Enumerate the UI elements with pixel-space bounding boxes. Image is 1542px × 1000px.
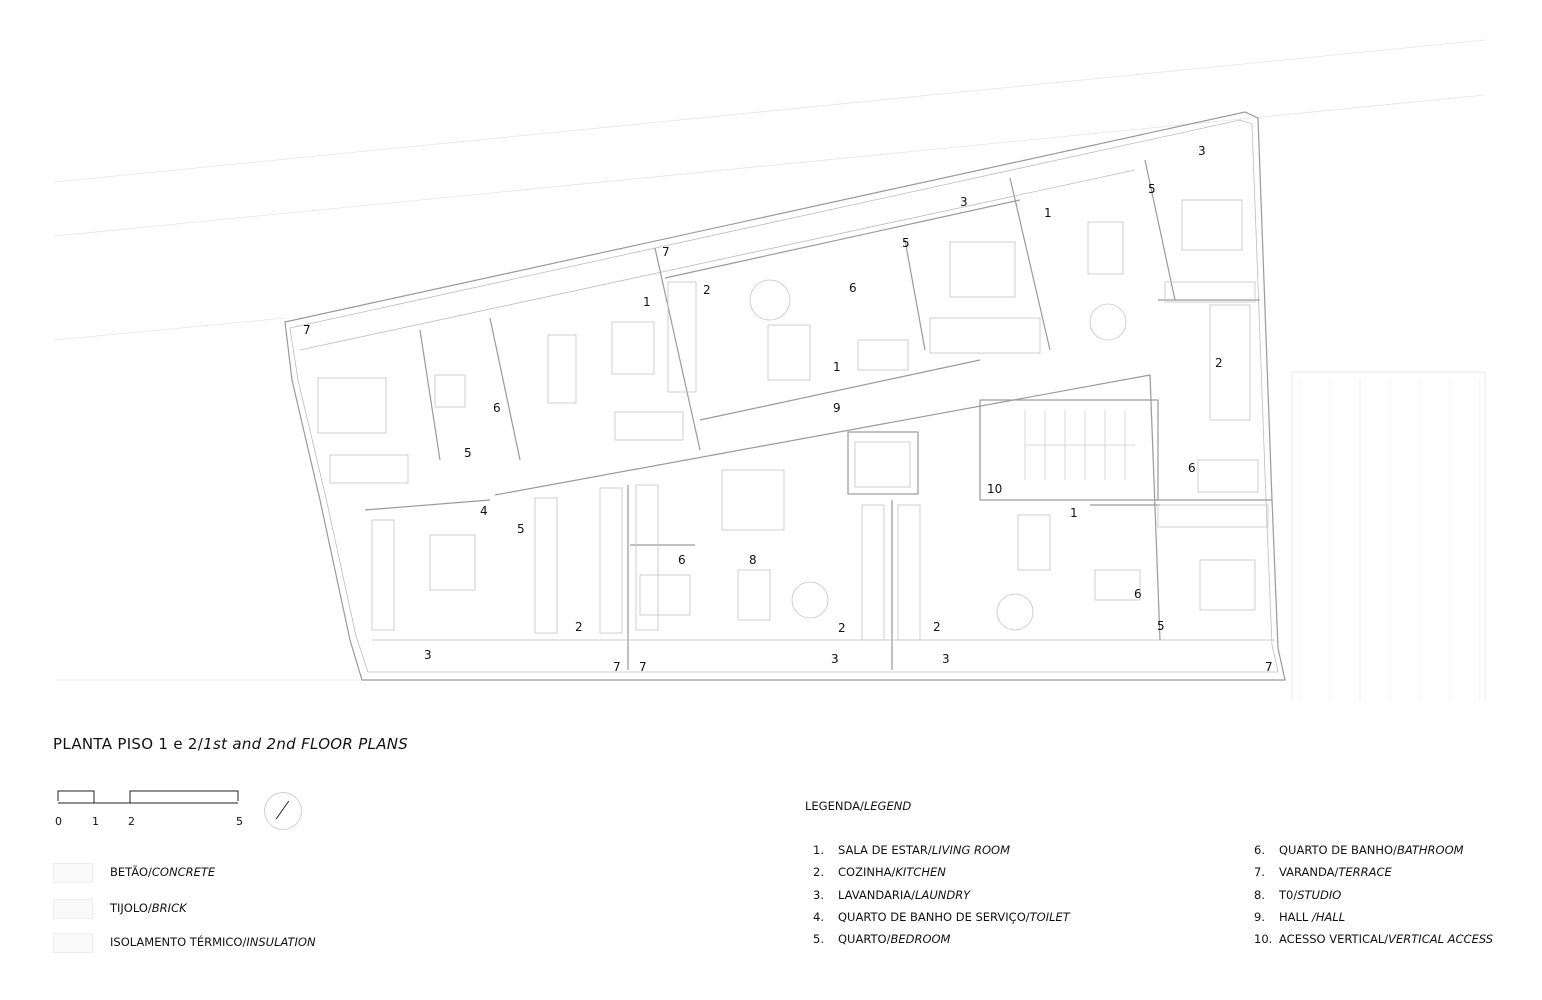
room-number: 3 [831, 652, 839, 666]
scale-bar-graphic [57, 790, 239, 804]
room-number: 7 [613, 660, 621, 674]
room-number: 2 [933, 620, 941, 634]
room-number: 1 [1070, 506, 1078, 520]
room-number: 6 [493, 401, 501, 415]
building-outline [284, 111, 1286, 681]
insulation-swatch [53, 933, 93, 953]
room-number: 5 [1148, 182, 1156, 196]
interior-walls [364, 159, 1272, 670]
material-key-insulation: ISOLAMENTO TÉRMICO/INSULATION [53, 933, 353, 953]
room-number: 3 [942, 652, 950, 666]
furniture [317, 199, 1269, 641]
plan-title: PLANTA PISO 1 e 2/1st and 2nd FLOOR PLAN… [53, 735, 408, 753]
room-numbers: 7 7 1 2 6 3 5 1 3 5 6 1 9 2 6 5 4 5 6 8 … [303, 144, 1273, 674]
concrete-swatch [53, 863, 93, 883]
room-number: 1 [1044, 206, 1052, 220]
room-number: 9 [833, 401, 841, 415]
material-label: TIJOLO/BRICK [110, 901, 187, 915]
room-number: 10 [987, 482, 1002, 496]
scale-tick: 1 [92, 815, 99, 828]
room-number: 7 [662, 245, 670, 259]
room-number: 5 [1157, 619, 1165, 633]
room-number: 7 [1265, 660, 1273, 674]
room-number: 5 [517, 522, 525, 536]
room-number: 7 [303, 323, 311, 337]
room-number: 6 [678, 553, 686, 567]
plan-title-pt: PLANTA PISO 1 e 2/ [53, 735, 204, 753]
scale-tick: 5 [236, 815, 243, 828]
scale-bar: 0 1 2 5 [50, 785, 250, 830]
room-number: 7 [639, 660, 647, 674]
site-context-lines [54, 39, 1486, 700]
room-number: 5 [464, 446, 472, 460]
room-number: 4 [480, 504, 488, 518]
room-number: 1 [833, 360, 841, 374]
stair [1024, 410, 1135, 480]
room-number: 6 [1134, 587, 1142, 601]
room-number: 2 [838, 621, 846, 635]
north-arrow-icon [264, 792, 302, 830]
room-number: 3 [960, 195, 968, 209]
scale-tick: 2 [128, 815, 135, 828]
material-label: ISOLAMENTO TÉRMICO/INSULATION [110, 935, 316, 949]
legend-title: LEGENDA/LEGEND [805, 799, 912, 813]
room-number: 8 [749, 553, 757, 567]
room-number: 3 [424, 648, 432, 662]
plan-title-en: 1st and 2nd FLOOR PLANS [203, 735, 409, 753]
room-number: 2 [575, 620, 583, 634]
room-number: 2 [703, 283, 711, 297]
room-number: 5 [902, 236, 910, 250]
scale-tick: 0 [55, 815, 62, 828]
room-number: 6 [1188, 461, 1196, 475]
room-number: 6 [849, 281, 857, 295]
material-key-brick: TIJOLO/BRICK [53, 899, 353, 919]
material-key-concrete: BETÃO/CONCRETE [53, 863, 353, 883]
brick-swatch [53, 899, 93, 919]
adjacent-plot-hatch [1299, 380, 1481, 700]
room-number: 2 [1215, 356, 1223, 370]
floor-plan-drawing: 7 7 1 2 6 3 5 1 3 5 6 1 9 2 6 5 4 5 6 8 … [54, 39, 1486, 700]
material-label: BETÃO/CONCRETE [110, 865, 216, 879]
room-number: 1 [643, 295, 651, 309]
room-number: 3 [1198, 144, 1206, 158]
